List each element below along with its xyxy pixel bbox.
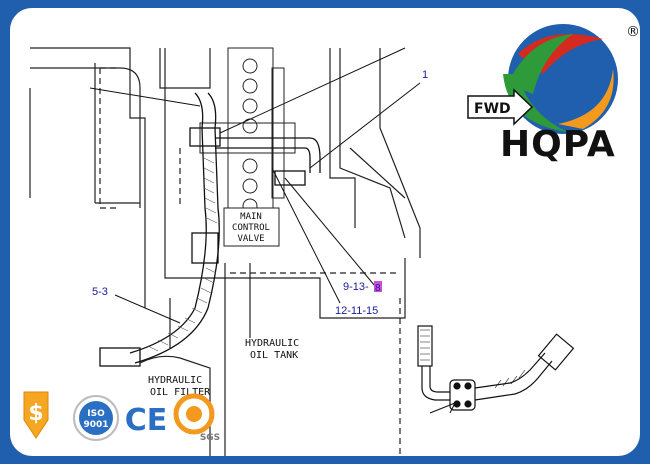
machine-frame-lines [29, 47, 421, 456]
registered-mark: ® [626, 24, 638, 40]
brand-name: HQPA [500, 124, 616, 165]
callout-9-13: 9-13- [343, 281, 369, 293]
oil-tank-label-line-1: HYDRAULIC [245, 338, 299, 349]
callout-marker-text: 8 [375, 283, 381, 294]
logo-green-swoosh [508, 34, 573, 94]
callout-marker [374, 281, 382, 292]
ce-mark-badge: CE [125, 403, 168, 438]
sgs-label: SGS [200, 433, 220, 443]
callout-1: 1 [422, 69, 428, 81]
hose-braid [147, 157, 218, 352]
svg-text:$: $ [28, 401, 43, 426]
sgs-badge: SGS [173, 393, 220, 443]
hidden-edge-lines [99, 67, 401, 456]
inset-detail [417, 325, 575, 411]
main-valve-label-line-2: CONTROL [232, 223, 270, 233]
hqpa-logo: ® [503, 24, 638, 134]
oil-filter-outline [139, 355, 211, 456]
oil-tank-label-line-2: OIL TANK [250, 350, 298, 361]
inset-arrow [429, 402, 456, 414]
shield-dollar-icon: $ [23, 391, 49, 439]
callout-12-11-15: 12-11-15 [335, 305, 378, 317]
logo-green-arc [503, 74, 568, 132]
hose-assembly [99, 92, 321, 367]
leader-lines [89, 47, 421, 324]
ce-mark-text: CE [125, 403, 168, 438]
iso-9001-badge: ISO 9001 [73, 395, 119, 441]
main-valve-label-box [223, 207, 280, 247]
diagram-card: MAIN CONTROL VALVE HYDRAULIC OIL TANK [10, 8, 640, 456]
valve-block [199, 47, 296, 234]
iso-badge-top: ISO [87, 409, 105, 419]
oil-filter-label-line-1: HYDRAULIC [148, 375, 202, 386]
iso-badge-bottom: 9001 [83, 420, 108, 430]
main-valve-label-line-3: VALVE [237, 234, 264, 244]
hydraulic-diagram: MAIN CONTROL VALVE HYDRAULIC OIL TANK [29, 47, 575, 456]
fwd-label: FWD [474, 101, 511, 117]
fwd-arrow-icon: FWD [467, 88, 534, 126]
logo-orange-swoosh [558, 69, 614, 129]
callout-5-3: 5-3 [92, 286, 108, 298]
main-valve-label-line-1: MAIN [240, 212, 262, 222]
oil-filter-label-line-2: OIL FILTER [150, 387, 211, 398]
